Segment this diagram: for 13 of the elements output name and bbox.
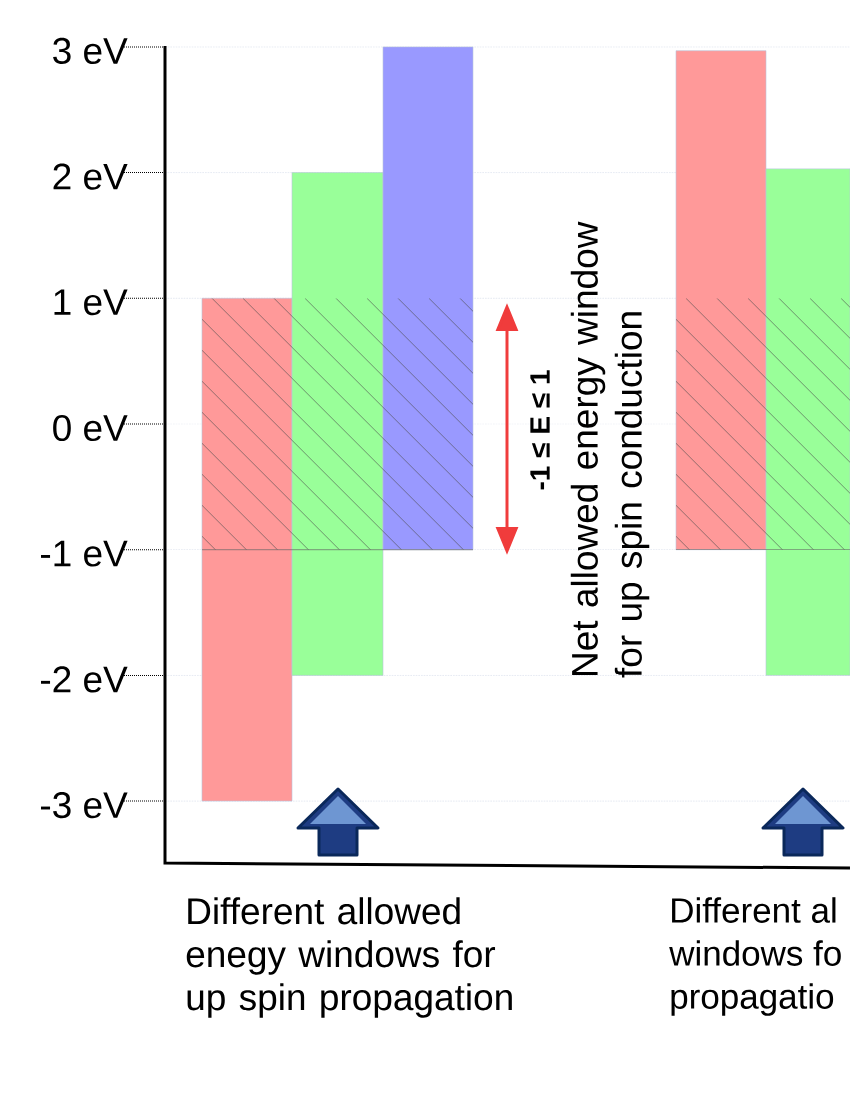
caption-text: propagatio bbox=[671, 983, 834, 1016]
tick-label: 0 eV bbox=[53, 414, 128, 442]
tick-label: -3 eV bbox=[41, 792, 128, 819]
tick-label: -1 eV bbox=[41, 540, 128, 567]
caption-text: Different al bbox=[672, 897, 836, 923]
annotation-text: Net allowed energy window for up spin conduction bbox=[570, 221, 650, 678]
tick-label: 3 eV bbox=[53, 37, 128, 64]
range-label: -1 ≤ E ≤ 1 bbox=[530, 370, 550, 490]
tick-label: 2 eV bbox=[53, 163, 128, 190]
caption-text: Different allowed enegy windows for up spin propagation bbox=[186, 897, 512, 1018]
tick-label: -2 eV bbox=[41, 666, 128, 693]
caption-text: windows fo bbox=[669, 940, 841, 966]
tick-label: 1 eV bbox=[54, 289, 128, 316]
